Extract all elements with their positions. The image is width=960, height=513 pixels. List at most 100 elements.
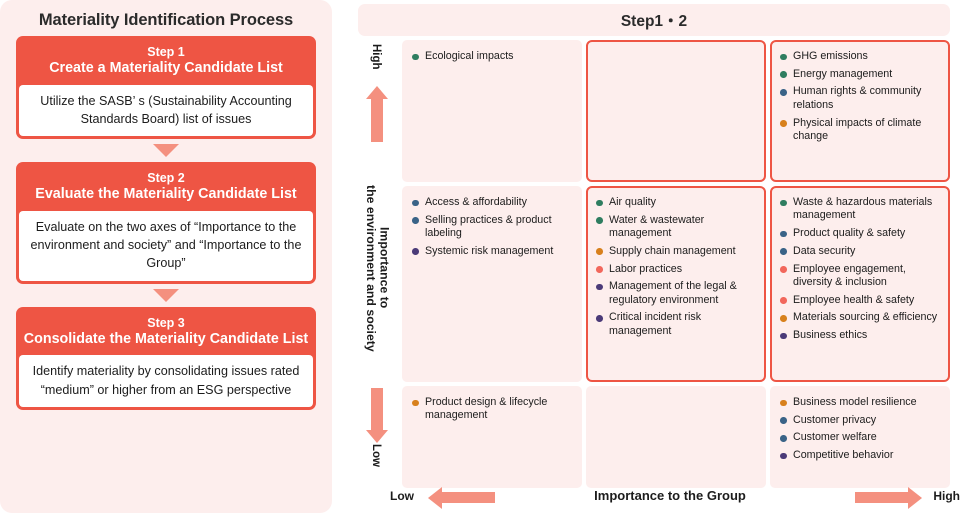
issue-item: GHG emissions [779, 50, 941, 63]
step-3-header: Step 3 Consolidate the Materiality Candi… [19, 310, 313, 356]
issue-label: Customer privacy [793, 413, 877, 426]
issue-item: Competitive behavior [779, 449, 941, 462]
issue-label: Supply chain management [609, 244, 736, 257]
issue-label: Human rights & community relations [793, 85, 922, 111]
issue-list: Product design & lifecycle management [411, 396, 573, 423]
issue-item: Air quality [595, 196, 757, 209]
bullet-dot-icon [780, 71, 787, 78]
matrix-banner: Step1・2 [358, 4, 950, 36]
matrix-cell-low-low: Product design & lifecycle management [402, 386, 582, 488]
arrow-down-icon [153, 144, 179, 158]
bullet-dot-icon [596, 266, 603, 273]
arrow-left-icon [428, 487, 442, 509]
issue-label: Air quality [609, 196, 656, 208]
bullet-dot-icon [780, 266, 787, 273]
issue-item: Human rights & community relations [779, 85, 941, 112]
issue-item: Employee engagement, diversity & inclusi… [779, 263, 941, 290]
step-connector-1 [0, 139, 332, 162]
x-axis-title: Importance to the Group [594, 488, 746, 503]
issue-label: Business ethics [793, 329, 868, 341]
matrix-cell-low-high: Ecological impacts [402, 40, 582, 182]
issue-label: Critical incident risk management [609, 311, 702, 337]
y-axis-low-label: Low [370, 444, 382, 467]
materiality-process-panel: Materiality Identification Process Step … [0, 0, 332, 513]
step-2-label: Step 2 [147, 171, 185, 186]
issue-item: Access & affordability [411, 196, 573, 209]
issue-label: Access & affordability [425, 196, 527, 208]
y-axis-title: Importance to the environment and societ… [354, 152, 400, 384]
x-axis-low-label: Low [390, 489, 414, 503]
bullet-dot-icon [780, 399, 787, 407]
issue-item: Ecological impacts [411, 50, 573, 63]
issue-item: Supply chain management [595, 245, 757, 258]
issue-item: Selling practices & product labeling [411, 214, 573, 241]
issue-label: Employee engagement, diversity & inclusi… [793, 262, 906, 288]
issue-item: Employee health & safety [779, 294, 941, 307]
issue-item: Systemic risk management [411, 245, 573, 258]
step-2-body: Evaluate on the two axes of “Importance … [19, 210, 313, 281]
step-connector-2 [0, 284, 332, 307]
matrix-cell-medium-high [586, 40, 766, 182]
issue-item: Physical impacts of climate change [779, 117, 941, 144]
step-3-heading: Consolidate the Materiality Candidate Li… [23, 330, 309, 347]
arrow-down-icon [366, 430, 388, 443]
bullet-dot-icon [596, 199, 603, 207]
issue-label: Waste & hazardous materials management [793, 196, 933, 222]
bullet-dot-icon [780, 199, 787, 207]
issue-item: Business ethics [779, 329, 941, 342]
issue-label: Physical impacts of climate change [793, 116, 922, 142]
bullet-dot-icon [412, 399, 419, 407]
bullet-dot-icon [780, 88, 787, 96]
y-axis-high-label: High [370, 44, 382, 70]
bullet-dot-icon [780, 332, 787, 340]
step-1-label: Step 1 [147, 45, 185, 59]
matrix-cell-medium-low [586, 386, 766, 488]
issue-label: Labor practices [609, 262, 683, 275]
step-3-body: Identify materiality by consolidating is… [19, 355, 313, 407]
step-card-1: Step 1 Create a Materiality Candidate Li… [16, 36, 316, 140]
bullet-dot-icon [780, 314, 787, 322]
arrow-up-icon [366, 86, 388, 99]
issue-label: GHG emissions [793, 50, 868, 62]
issue-item: Waste & hazardous materials management [779, 196, 941, 223]
y-axis: High Importance to the environment and s… [354, 40, 400, 480]
issue-label: Management of the legal & regulatory env… [609, 280, 737, 306]
issue-label: Selling practices & product labeling [425, 213, 552, 240]
bullet-dot-icon [780, 53, 787, 61]
arrow-right-stem [855, 492, 909, 503]
bullet-dot-icon [596, 217, 603, 224]
issue-label: Employee health & safety [793, 293, 915, 306]
page-title: Materiality Identification Process [38, 11, 294, 29]
materiality-matrix-panel: Step1・2 High Importance to the environme… [340, 0, 960, 513]
arrow-down-icon [153, 288, 179, 302]
issue-item: Product quality & safety [779, 227, 941, 240]
bullet-dot-icon [780, 230, 787, 238]
step-card-3: Step 3 Consolidate the Materiality Candi… [16, 306, 316, 410]
issue-label: Product design & lifecycle management [425, 396, 548, 422]
issue-item: Labor practices [595, 263, 757, 276]
arrow-left-stem [441, 492, 495, 503]
issue-item: Business model resilience [779, 396, 941, 409]
bullet-dot-icon [780, 248, 787, 256]
arrow-right-icon [908, 487, 922, 509]
bullet-dot-icon [412, 199, 419, 207]
step-2-header: Step 2 Evaluate the Materiality Candidat… [19, 165, 313, 211]
issue-label: Ecological impacts [425, 50, 514, 62]
issue-label: Business model resilience [793, 396, 917, 408]
y-axis-title-line2: the environment and society [364, 184, 378, 352]
issue-label: Customer welfare [793, 431, 877, 444]
bullet-dot-icon [780, 417, 787, 424]
issue-label: Materials sourcing & efficiency [793, 311, 938, 324]
issue-item: Critical incident risk management [595, 311, 757, 338]
issue-list: Ecological impacts [411, 50, 573, 63]
bullet-dot-icon [596, 314, 603, 322]
issue-item: Customer welfare [779, 431, 941, 444]
